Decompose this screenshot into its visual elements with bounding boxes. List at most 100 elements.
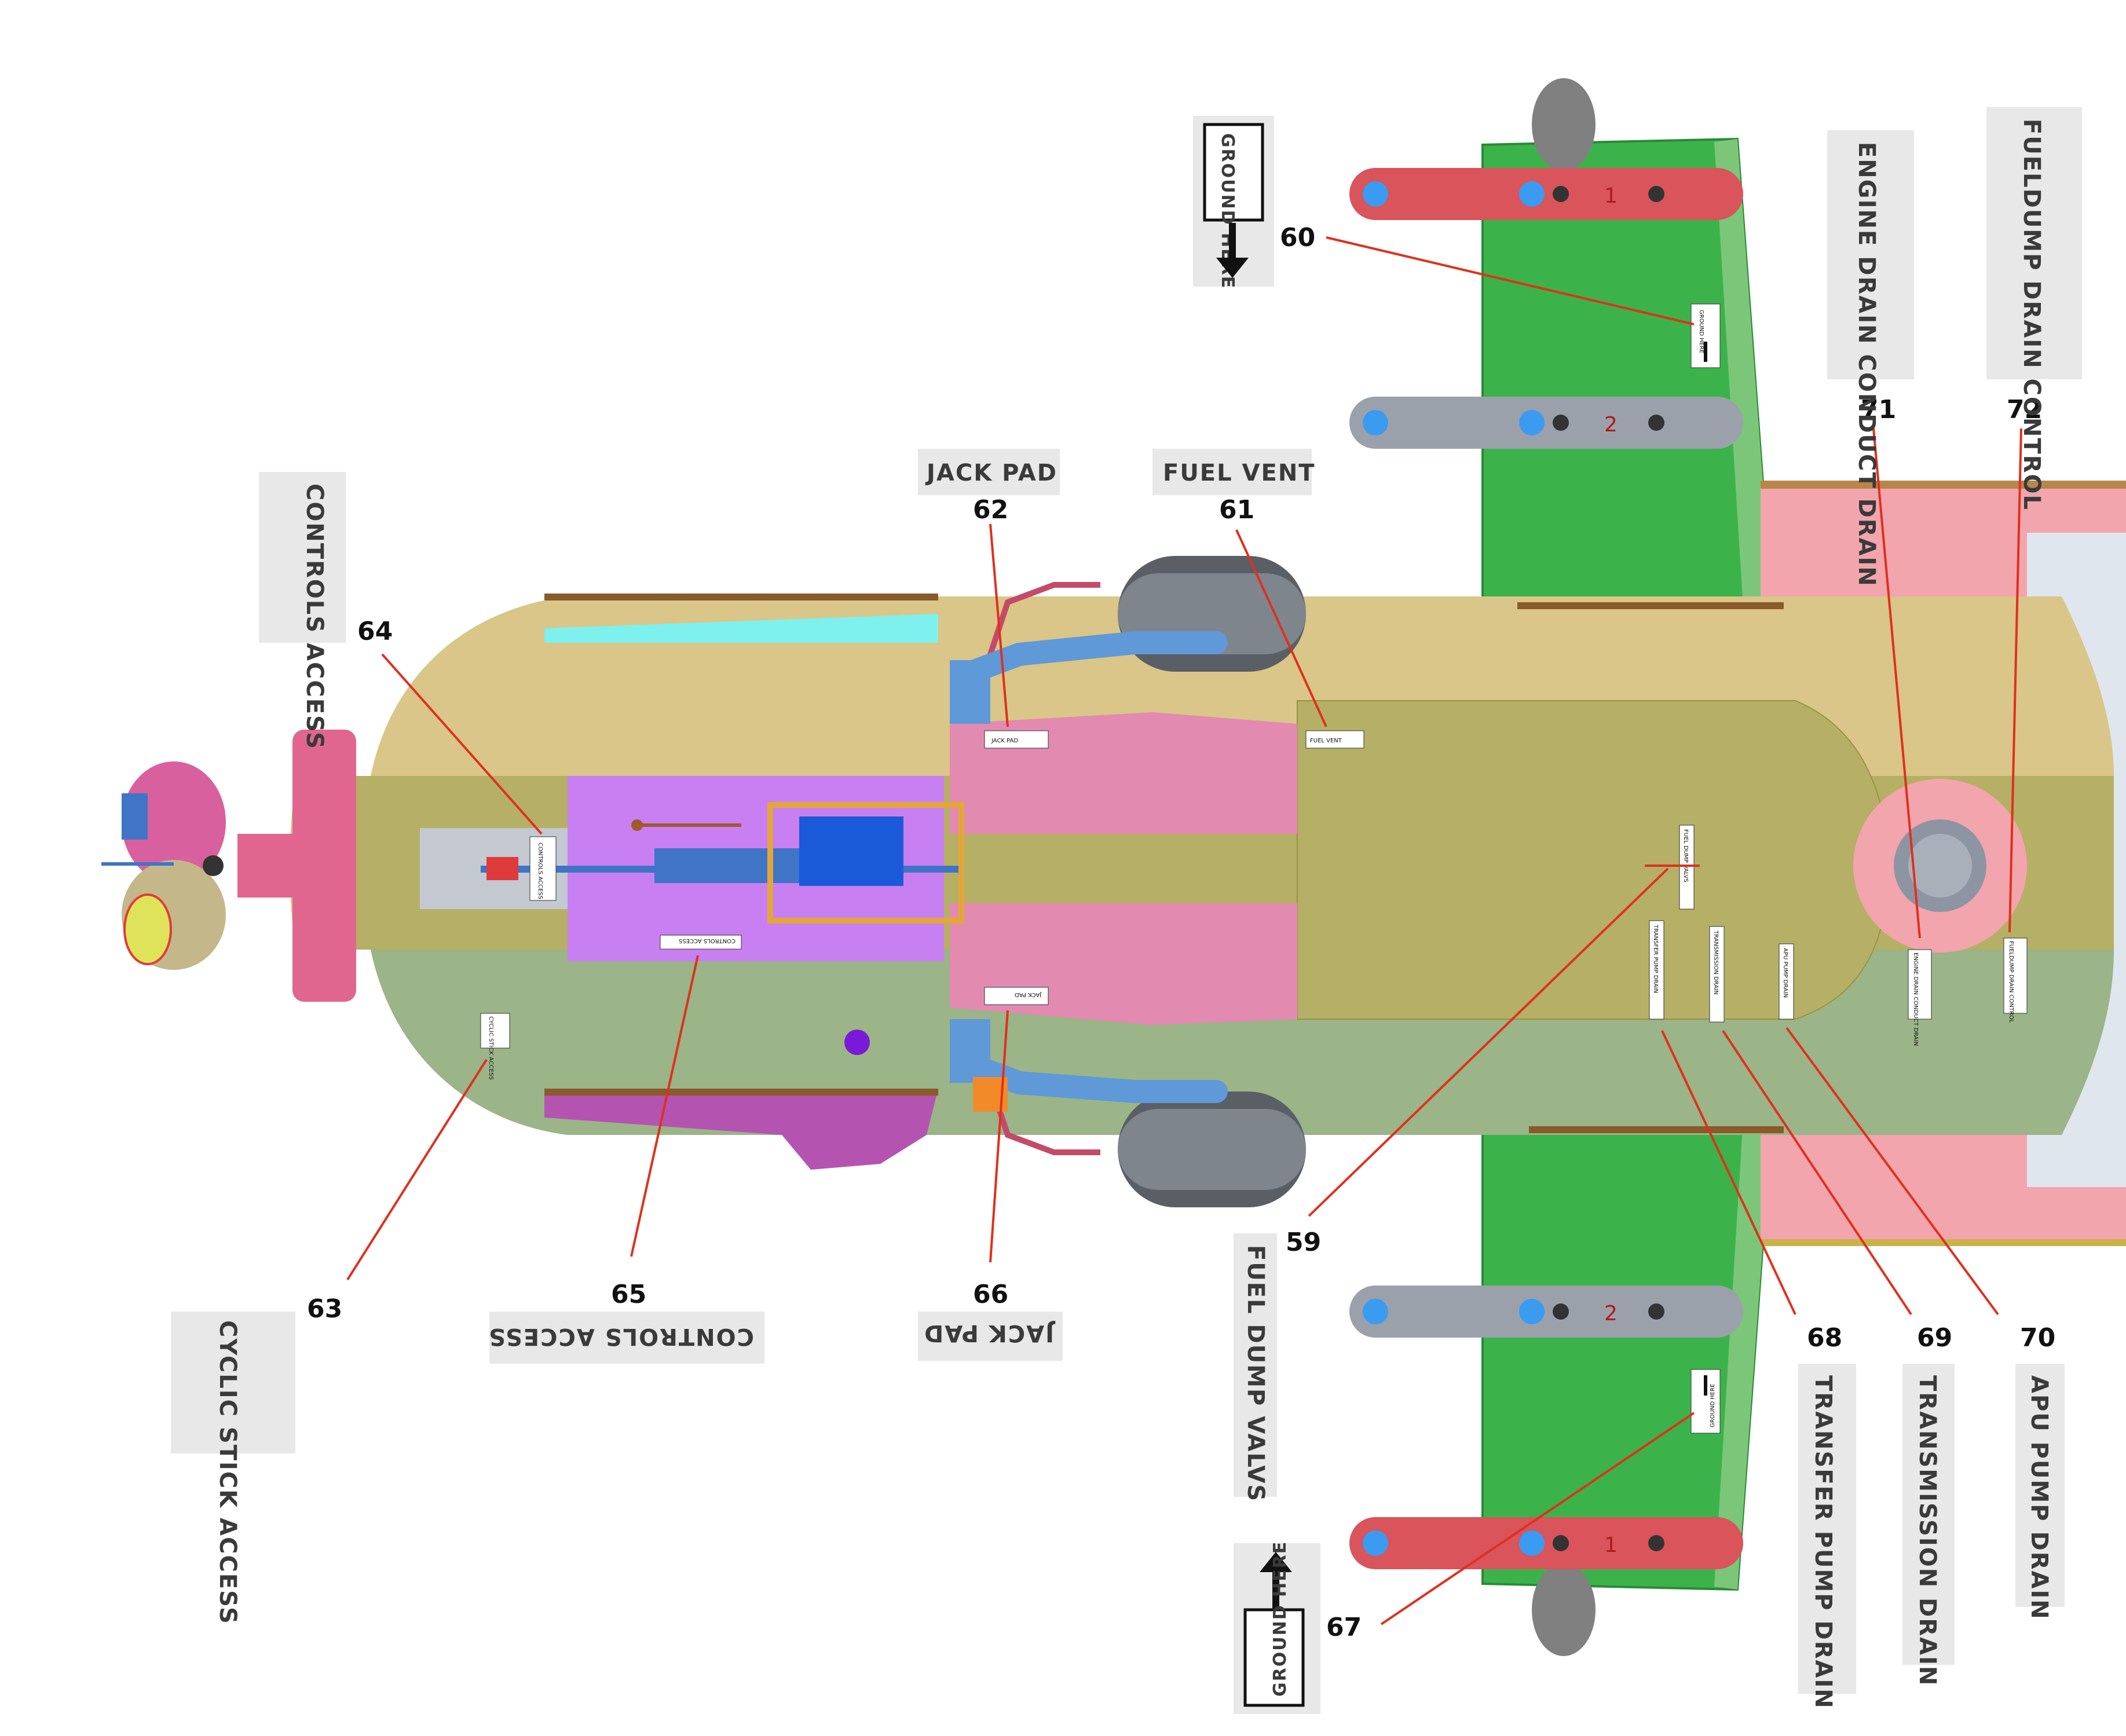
svg-text:ENGINE DRAIN CONDUCT DRAIN: ENGINE DRAIN CONDUCT DRAIN	[1853, 142, 1880, 587]
callout-jack-pad-top: JACK PAD	[918, 449, 1060, 495]
pylon-number: 2	[1604, 413, 1618, 437]
number-63: 63	[307, 1294, 342, 1324]
svg-text:TRANSMISSION DRAIN: TRANSMISSION DRAIN	[1914, 1375, 1941, 1686]
leader-63	[346, 1059, 488, 1281]
leader-69	[1722, 1030, 1912, 1316]
svg-text:TRANSFER PUMP DRAIN: TRANSFER PUMP DRAIN	[1810, 1375, 1836, 1709]
lower-wing	[1481, 1116, 1774, 1656]
placard-jack-pad-bottom: JACK PAD	[984, 987, 1049, 1005]
svg-text:FUEL DUMP VALVS: FUEL DUMP VALVS	[1682, 829, 1689, 882]
svg-text:TRANSMISSION DRAIN: TRANSMISSION DRAIN	[1712, 930, 1719, 995]
nose	[101, 730, 356, 1002]
number-65: 65	[611, 1280, 646, 1309]
placard-ground-here-top: GROUND HERE	[1690, 303, 1721, 368]
callout-fuel-dump-valvs: FUEL DUMP VALVS	[1234, 1233, 1277, 1502]
number-64: 64	[357, 617, 393, 646]
callout-engine-drain: ENGINE DRAIN CONDUCT DRAIN	[1827, 130, 1914, 587]
pylon-number: 1	[1604, 1533, 1618, 1557]
leader-66	[989, 1010, 1009, 1263]
leader-61	[1235, 529, 1327, 727]
ground-arrow-up-icon	[1260, 1552, 1292, 1572]
svg-text:FUELDUMP DRAIN CONTROL: FUELDUMP DRAIN CONTROL	[2008, 941, 2014, 1023]
placard-cyclic-stick-access: CYCLIC STICK ACCESS	[480, 1013, 510, 1080]
placard-transmission-drain: TRANSMISSION DRAIN	[1709, 926, 1725, 1023]
leader-68	[1661, 1030, 1796, 1315]
leader-60	[1326, 236, 1695, 325]
number-67: 67	[1326, 1613, 1362, 1642]
svg-text:ENGINE DRAIN CONDUCT DRAIN: ENGINE DRAIN CONDUCT DRAIN	[1912, 953, 1919, 1046]
placard-controls-access-vertical: CONTROLS ACCESS	[529, 836, 557, 901]
number-69: 69	[1917, 1323, 1952, 1353]
svg-text:APU PUMP DRAIN: APU PUMP DRAIN	[2026, 1375, 2052, 1620]
callout-transmission-drain: TRANSMISSION DRAIN	[1902, 1364, 1955, 1686]
callout-apu-pump-drain: APU PUMP DRAIN	[2015, 1364, 2065, 1620]
callout-ground-here-top: GROUND HERE	[1193, 116, 1274, 289]
callout-jack-pad-bottom: JACK PAD	[918, 1312, 1063, 1361]
svg-text:JACK PAD: JACK PAD	[923, 1320, 1056, 1346]
number-72: 72	[2007, 395, 2042, 424]
placard-apu-pump-drain: APU PUMP DRAIN	[1779, 943, 1794, 1020]
lower-landing-gear	[950, 1019, 1306, 1207]
pylon-lower-2: 2	[1349, 1285, 1743, 1338]
svg-text:JACK PAD: JACK PAD	[1015, 991, 1042, 998]
svg-text:CONTROLS ACCESS: CONTROLS ACCESS	[537, 843, 543, 899]
svg-text:CYCLIC STICK ACCESS: CYCLIC STICK ACCESS	[488, 1016, 494, 1080]
svg-text:FUELDUMP DRAIN CONTROL: FUELDUMP DRAIN CONTROL	[2018, 119, 2045, 511]
pylon-upper-2: 2	[1349, 397, 1743, 449]
placard-transfer-pump-drain: TRANSFER PUMP DRAIN	[1649, 920, 1664, 1020]
svg-text:JACK PAD: JACK PAD	[991, 738, 1018, 744]
lower-fuel-pod	[1532, 1563, 1596, 1656]
leader-72	[2008, 428, 2022, 933]
pylon-number: 1	[1604, 184, 1618, 208]
svg-text:GROUND HERE: GROUND HERE	[1270, 1541, 1290, 1697]
placard-engine-drain: ENGINE DRAIN CONDUCT DRAIN	[1908, 949, 1932, 1046]
number-71: 71	[1861, 395, 1896, 424]
pylon-lower-1: 1	[1349, 1517, 1743, 1569]
callout-fueldump-drain: FUELDUMP DRAIN CONTROL	[1986, 107, 2082, 511]
ground-arrow-down-icon	[1216, 258, 1249, 278]
pylon-upper-1: 1	[1349, 168, 1743, 220]
callout-numbers: 60 62 61 64 71 72 59 65 63 66 68 69 70 6…	[307, 223, 2055, 1642]
svg-text:TRANSFER PUMP DRAIN: TRANSFER PUMP DRAIN	[1652, 924, 1659, 993]
leader-70	[1785, 1027, 1999, 1316]
leader-67	[1380, 1412, 1695, 1625]
upper-landing-gear	[950, 556, 1306, 724]
svg-text:CONTROLS ACCESS: CONTROLS ACCESS	[488, 1323, 754, 1350]
placard-fuel-dump-valvs: FUEL DUMP VALVS	[1679, 825, 1695, 910]
placard-controls-access: CONTROLS ACCESS	[660, 935, 742, 950]
leader-59	[1308, 867, 1669, 1217]
fuselage	[347, 594, 2114, 1170]
leader-62	[989, 523, 1009, 727]
number-62: 62	[973, 495, 1008, 525]
svg-text:CONTROLS ACCESS: CONTROLS ACCESS	[301, 484, 328, 750]
number-60: 60	[1280, 223, 1315, 252]
callout-fuel-vent: FUEL VENT	[1152, 449, 1316, 495]
leader-71	[1872, 428, 1921, 939]
svg-text:FUEL VENT: FUEL VENT	[1310, 738, 1342, 744]
number-70: 70	[2020, 1323, 2055, 1353]
svg-text:GROUND HERE: GROUND HERE	[1698, 310, 1704, 353]
svg-text:CONTROLS ACCESS: CONTROLS ACCESS	[679, 937, 735, 944]
placard-jack-pad-top: JACK PAD	[984, 730, 1049, 749]
number-68: 68	[1807, 1323, 1842, 1353]
svg-text:JACK PAD: JACK PAD	[925, 460, 1057, 486]
leader-64	[381, 653, 543, 835]
leader-lines	[346, 236, 2022, 1625]
callout-transfer-pump-drain: TRANSFER PUMP DRAIN	[1798, 1364, 1856, 1709]
callout-controls-access-bottom: CONTROLS ACCESS	[488, 1312, 764, 1364]
placard-fueldump-drain: FUELDUMP DRAIN CONTROL	[2003, 937, 2028, 1023]
svg-text:GROUND HERE: GROUND HERE	[1710, 1384, 1716, 1427]
pylon-number: 2	[1604, 1302, 1618, 1325]
callout-cyclic-stick-access: CYCLIC STICK ACCESS	[171, 1312, 295, 1625]
number-59: 59	[1286, 1228, 1321, 1257]
upper-wing	[1481, 78, 1774, 609]
number-61: 61	[1219, 495, 1254, 525]
svg-text:FUEL VENT: FUEL VENT	[1163, 460, 1316, 486]
leader-65	[630, 955, 699, 1257]
svg-text:FUEL DUMP VALVS: FUEL DUMP VALVS	[1242, 1245, 1269, 1502]
callout-controls-access-left: CONTROLS ACCESS	[259, 472, 346, 750]
number-66: 66	[973, 1280, 1008, 1309]
svg-text:CYCLIC STICK ACCESS: CYCLIC STICK ACCESS	[214, 1320, 241, 1625]
svg-text:APU PUMP DRAIN: APU PUMP DRAIN	[1782, 948, 1788, 998]
